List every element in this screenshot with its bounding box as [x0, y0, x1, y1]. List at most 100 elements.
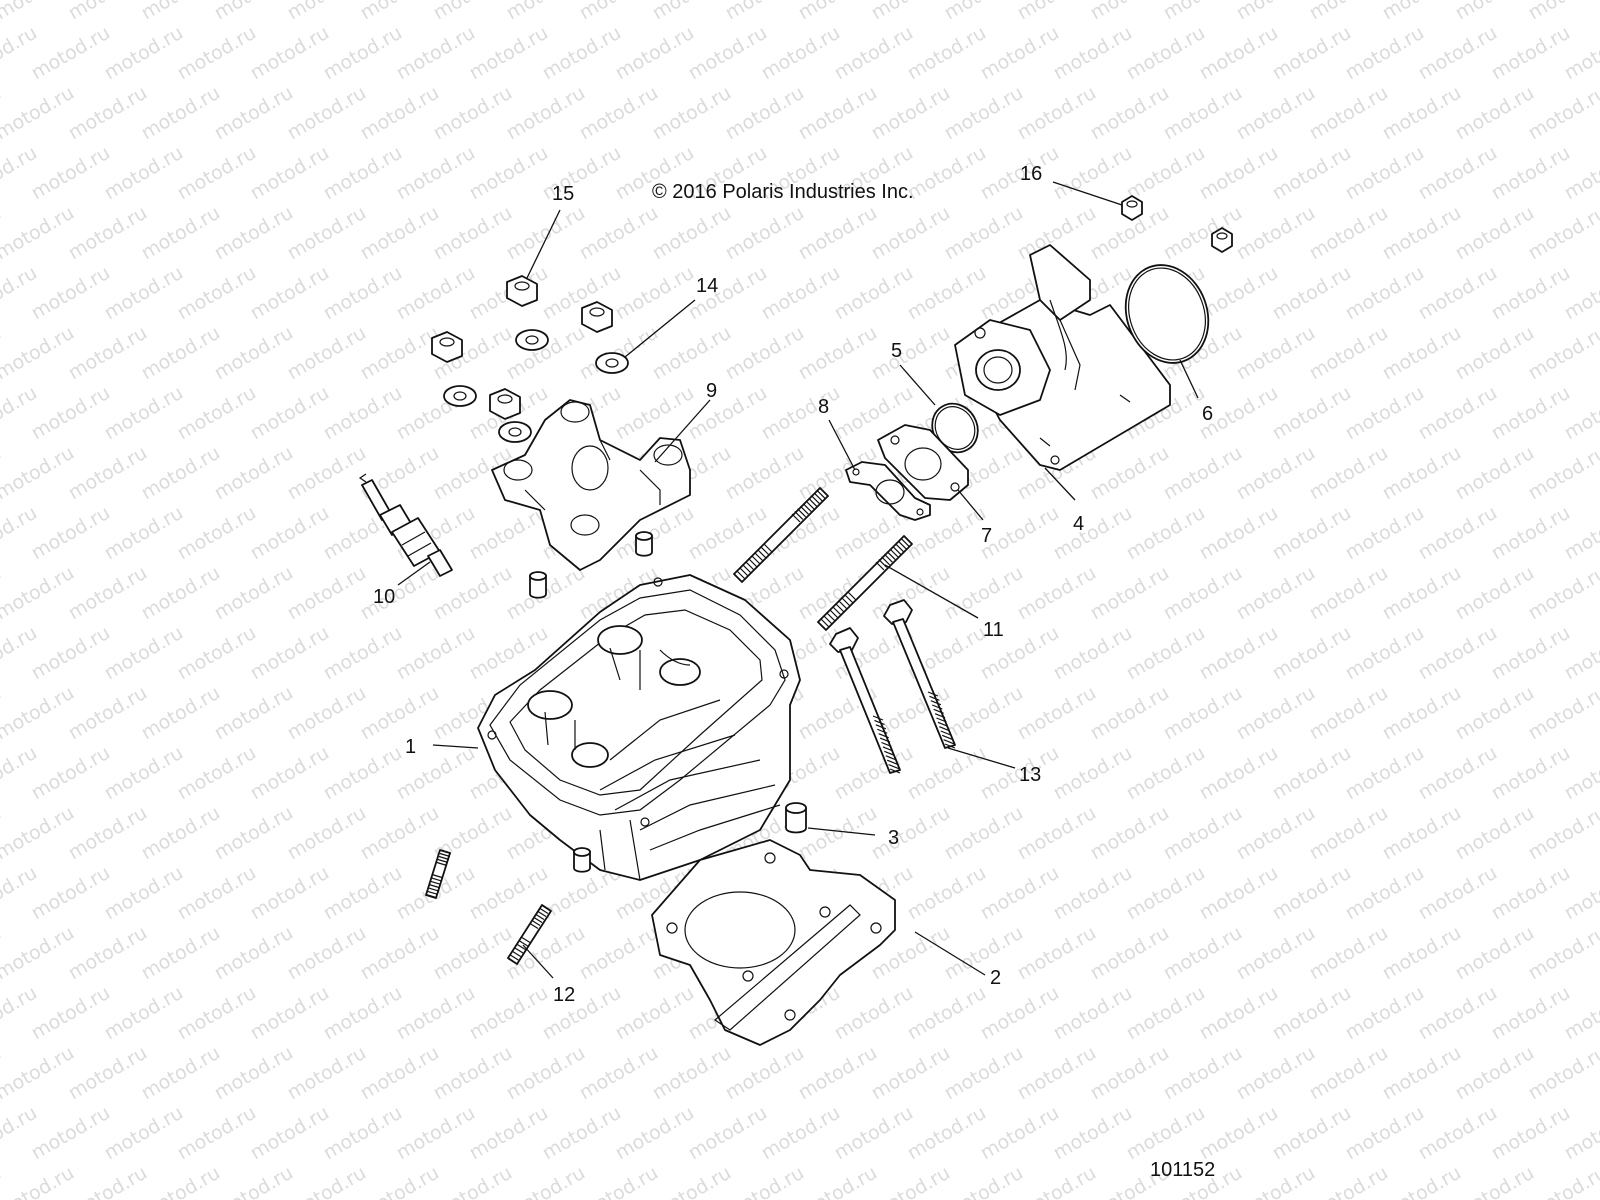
watermark-text: motod.ru	[393, 1102, 479, 1165]
watermark-text: motod.ru	[1415, 382, 1501, 445]
watermark-text: motod.ru	[868, 322, 954, 385]
watermark-text: motod.ru	[1269, 142, 1355, 205]
watermark-text: motod.ru	[831, 742, 917, 805]
watermark-text: motod.ru	[1488, 1102, 1574, 1165]
watermark-text: motod.ru	[1196, 1102, 1282, 1165]
watermark-text: motod.ru	[28, 262, 114, 325]
insulator-spacer-part	[877, 424, 969, 501]
watermark-text: motod.ru	[357, 202, 443, 265]
watermark-text: motod.ru	[247, 742, 333, 805]
watermark-text: motod.ru	[1087, 562, 1173, 625]
callout-6: 6	[1202, 403, 1213, 425]
watermark-text: motod.ru	[1379, 802, 1465, 865]
watermark-text: motod.ru	[357, 922, 443, 985]
watermark-text: motod.ru	[1014, 0, 1100, 24]
watermark-text: motod.ru	[1050, 862, 1136, 925]
watermark-text: motod.ru	[1525, 922, 1600, 985]
watermark-text: motod.ru	[284, 322, 370, 385]
watermark-text: motod.ru	[320, 862, 406, 925]
nuts-part	[431, 275, 613, 420]
watermark-text: motod.ru	[1342, 1102, 1428, 1165]
watermark-text: motod.ru	[174, 1102, 260, 1165]
watermark-text: motod.ru	[1160, 562, 1246, 625]
watermark-text: motod.ru	[722, 442, 808, 505]
thread-hatching	[425, 487, 956, 965]
callout-2: 2	[990, 967, 1001, 989]
watermark-text: motod.ru	[1415, 1102, 1501, 1165]
watermark-text: motod.ru	[1306, 322, 1392, 385]
watermark-text: motod.ru	[1415, 262, 1501, 325]
watermark-text: motod.ru	[977, 22, 1063, 85]
watermark-text: motod.ru	[831, 1102, 917, 1165]
watermark-text: motod.ru	[357, 322, 443, 385]
watermark-text: motod.ru	[1050, 982, 1136, 1045]
watermark-text: motod.ru	[174, 382, 260, 445]
watermark-text: motod.ru	[1233, 202, 1319, 265]
watermark-text: motod.ru	[941, 82, 1027, 145]
watermark-text: motod.ru	[1379, 562, 1465, 625]
watermark-text: motod.ru	[174, 742, 260, 805]
watermark-text: motod.ru	[1196, 502, 1282, 565]
watermark-text: motod.ru	[1525, 322, 1600, 385]
watermark-text: motod.ru	[101, 262, 187, 325]
watermark-text: motod.ru	[284, 202, 370, 265]
watermark-text: motod.ru	[284, 682, 370, 745]
watermark-text: motod.ru	[430, 0, 516, 24]
watermark-text: motod.ru	[904, 982, 990, 1045]
watermark-text: motod.ru	[503, 202, 589, 265]
watermark-text: motod.ru	[138, 1042, 224, 1105]
watermark-text: motod.ru	[722, 322, 808, 385]
watermark-text: motod.ru	[722, 0, 808, 24]
watermark-text: motod.ru	[539, 982, 625, 1045]
watermark-text: motod.ru	[612, 262, 698, 325]
watermark-text: motod.ru	[101, 502, 187, 565]
callout-7: 7	[981, 525, 992, 547]
watermark-text: motod.ru	[0, 202, 78, 265]
watermark-text: motod.ru	[1087, 682, 1173, 745]
watermark-text: motod.ru	[1233, 922, 1319, 985]
watermark-text: motod.ru	[831, 262, 917, 325]
watermark-text: motod.ru	[174, 22, 260, 85]
watermark-text: motod.ru	[211, 0, 297, 24]
callout-15: 15	[552, 183, 574, 205]
watermark-text: motod.ru	[758, 22, 844, 85]
callout-9: 9	[706, 380, 717, 402]
watermark-text: motod.ru	[284, 1042, 370, 1105]
watermark-text: motod.ru	[138, 562, 224, 625]
watermark-text: motod.ru	[503, 82, 589, 145]
large-o-ring-part	[1124, 264, 1210, 364]
watermark-text: motod.ru	[65, 82, 151, 145]
watermark-text: motod.ru	[28, 382, 114, 445]
dowel-pins-part	[529, 531, 807, 873]
watermark-text: motod.ru	[1160, 922, 1246, 985]
watermark-text: motod.ru	[1452, 0, 1538, 24]
watermark-text: motod.ru	[211, 82, 297, 145]
watermark-text: motod.ru	[1014, 682, 1100, 745]
watermark-text: motod.ru	[1525, 682, 1600, 745]
watermark-text: motod.ru	[576, 82, 662, 145]
watermark-text: motod.ru	[1050, 1102, 1136, 1165]
manifold-nuts-part	[1121, 195, 1233, 253]
watermark-text: motod.ru	[576, 202, 662, 265]
watermark-text: motod.ru	[1342, 142, 1428, 205]
callout-1: 1	[405, 736, 416, 758]
copyright-notice: © 2016 Polaris Industries Inc.	[652, 181, 914, 203]
watermark-text: motod.ru	[868, 1042, 954, 1105]
watermark-text: motod.ru	[612, 982, 698, 1045]
watermark-text: motod.ru	[1379, 202, 1465, 265]
watermark-text: motod.ru	[904, 742, 990, 805]
watermark-text: motod.ru	[1452, 562, 1538, 625]
watermark-text: motod.ru	[320, 262, 406, 325]
watermark-text: motod.ru	[247, 22, 333, 85]
watermark-text: motod.ru	[211, 202, 297, 265]
watermark-text: motod.ru	[357, 1042, 443, 1105]
watermark-text: motod.ru	[247, 502, 333, 565]
watermark-text: motod.ru	[101, 22, 187, 85]
watermark-text: motod.ru	[539, 1102, 625, 1165]
watermark-text: motod.ru	[1269, 1102, 1355, 1165]
watermark-text: motod.ru	[1050, 502, 1136, 565]
watermark-text: motod.ru	[284, 0, 370, 24]
watermark-text: motod.ru	[1306, 682, 1392, 745]
watermark-text: motod.ru	[941, 202, 1027, 265]
watermark-text: motod.ru	[1342, 22, 1428, 85]
